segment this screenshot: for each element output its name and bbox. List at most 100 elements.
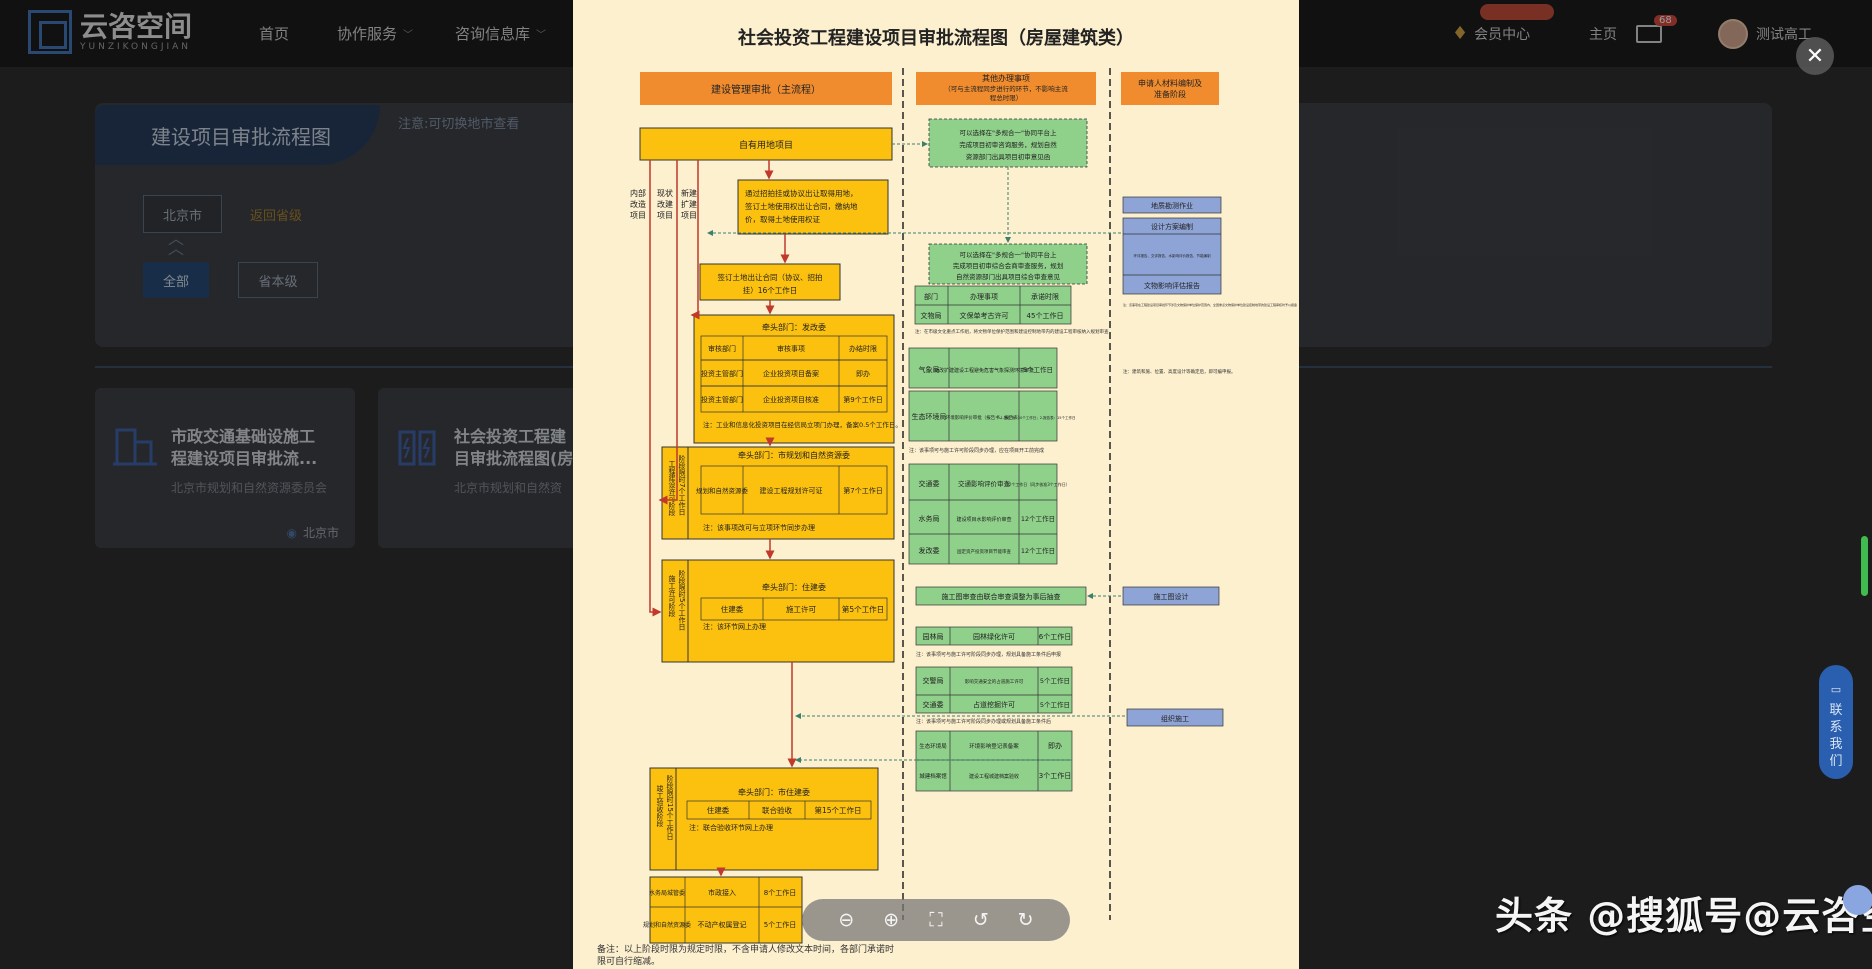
svg-text:申请人材料编制及: 申请人材料编制及	[1138, 78, 1202, 88]
flowchart-title: 社会投资工程建设项目审批流程图（房屋建筑类）	[738, 28, 1134, 49]
building-icon	[113, 428, 157, 466]
svg-text:价，取得土地使用权证: 价，取得土地使用权证	[745, 214, 820, 224]
flowchart-diagram: 建设管理审批（主流程） 其他办理事项 （可与主流程同步进行的环节，不影响主流 程…	[630, 68, 1297, 944]
svg-text:签订土地出让合同（协议、招拍: 签订土地出让合同（协议、招拍	[718, 272, 823, 282]
watermark: 头条 @搜狐号@云咨空间	[1495, 894, 1872, 938]
nav-home[interactable]: 首页	[259, 25, 290, 43]
svg-text:审核部门: 审核部门	[708, 344, 736, 353]
back-to-province-link[interactable]: 返回省级	[250, 209, 303, 224]
svg-text:生态环境局: 生态环境局	[912, 412, 947, 421]
column-header-main: 建设管理审批（主流程）	[640, 72, 892, 105]
svg-text:联合验收: 联合验收	[762, 805, 792, 815]
svg-text:准备阶段: 准备阶段	[1154, 89, 1186, 99]
project-type-labels: 内部 改造 项目 现状 改建 项目 新建 扩建 项目	[630, 188, 697, 220]
svg-text:部门: 部门	[924, 292, 938, 301]
project-card-title: 市政交通基础设施工程建设项目审批流...	[171, 427, 318, 468]
svg-text:阶段限时5个工作日: 阶段限时5个工作日	[678, 569, 686, 631]
svg-text:交通委: 交通委	[923, 700, 944, 709]
svg-text:建设管理审批（主流程）: 建设管理审批（主流程）	[711, 83, 821, 96]
svg-text:5个工作日: 5个工作日	[1023, 365, 1053, 374]
scroll-indicator[interactable]	[1861, 536, 1868, 596]
svg-text:建设项目水影响评价审查: 建设项目水影响评价审查	[956, 516, 1011, 523]
svg-text:通过招拍挂或协议出让取得用地，: 通过招拍挂或协议出让取得用地，	[745, 188, 858, 198]
land-bid-box: 通过招拍挂或协议出让取得用地， 签订土地使用权出让合同，缴纳地 价，取得土地使用…	[737, 179, 889, 235]
svg-text:完成项目初审综合会商审查服务，规划: 完成项目初审综合会商审查服务，规划	[953, 261, 1064, 270]
svg-text:1.报告书：30个工作日；2.报告表：15个工作日: 1.报告书：30个工作日；2.报告表：15个工作日	[1000, 415, 1075, 420]
filter-all-button[interactable]: 全部	[143, 262, 209, 298]
svg-text:施工许可: 施工许可	[786, 604, 816, 614]
rotate-left-icon[interactable]: ↺	[972, 909, 989, 931]
final-stage-table: 水务局城管委 市政接入 8个工作日 规划和自然资源委 不动产权属登记 5个工作日	[643, 876, 803, 944]
logo[interactable]: 云咨空间 YUNZIKONGJIAN	[28, 10, 192, 54]
close-viewer-button[interactable]: ✕	[1796, 37, 1834, 75]
svg-text:项目: 项目	[630, 211, 646, 220]
svg-text:新改扩建建设工程避免危害气象探测环境审批: 新改扩建建设工程避免危害气象探测环境审批	[934, 367, 1034, 374]
svg-text:园林局: 园林局	[923, 632, 944, 641]
stage-completion-box: 竣工验收阶段 阶段限时15个工作日 牵头部门：市住建委 住建委 联合验收 第15…	[649, 767, 879, 871]
svg-text:园林绿化许可: 园林绿化许可	[973, 632, 1015, 641]
flowchart-image: 社会投资工程建设项目审批流程图（房屋建筑类） 建设管理审批（主流程） 其他办理事…	[573, 0, 1299, 969]
green-note-3: 注：该事项可与施工许可阶段同步办理，规划具备施工条件后申报	[916, 651, 1061, 658]
svg-text:45个工作日: 45个工作日	[1027, 311, 1064, 320]
message-count-badge: 68	[1654, 14, 1677, 26]
home-link[interactable]: 主页	[1589, 26, 1617, 43]
member-center-link[interactable]: ♦ 会员中心	[1452, 23, 1531, 44]
green-consult-mid: 可以选择在"多规合一"协同平台上 完成项目初审综合会商审查服务，规划 自然资源部…	[928, 243, 1088, 285]
svg-text:办结时限: 办结时限	[849, 344, 877, 353]
floating-assistant-icon[interactable]	[1843, 885, 1872, 915]
project-card-title: 社会投资工程建目审批流程图(房	[454, 427, 574, 468]
double-chevron-up-icon: ︿︿	[168, 229, 185, 258]
svg-text:交通影响评价审查: 交通影响评价审查	[958, 479, 1011, 488]
nav-collab[interactable]: 协作服务﹀	[337, 25, 414, 43]
svg-text:牵头部门：住建委: 牵头部门：住建委	[762, 582, 826, 592]
zoom-in-icon[interactable]: ⊕	[883, 909, 900, 931]
filter-province-button[interactable]: 省本级	[238, 262, 318, 298]
column-header-apply: 申请人材料编制及 准备阶段	[1121, 72, 1219, 105]
svg-text:发改委: 发改委	[919, 546, 940, 555]
svg-text:企业投资项目备案: 企业投资项目备案	[763, 369, 819, 378]
user-menu[interactable]: 测试高工	[1718, 0, 1812, 67]
svg-text:牵头部门：发改委: 牵头部门：发改委	[762, 322, 826, 332]
panel-title: 建设项目审批流程图	[95, 105, 380, 165]
contact-us-button[interactable]: ▭ 联系我们	[1819, 665, 1853, 779]
svg-text:工程建设许可阶段: 工程建设许可阶段	[668, 460, 676, 517]
svg-text:阶段限时7个工作日: 阶段限时7个工作日	[678, 454, 686, 516]
svg-text:扩建: 扩建	[681, 199, 697, 209]
svg-text:文保单考古许可: 文保单考古许可	[960, 311, 1009, 320]
svg-text:自然资源部门出具项目综合审查意见: 自然资源部门出具项目综合审查意见	[956, 272, 1061, 281]
svg-text:可以选择在"多规合一"协同平台上: 可以选择在"多规合一"协同平台上	[960, 128, 1057, 137]
svg-text:投资主管部门: 投资主管部门	[701, 395, 743, 404]
blue-construction-design-box: 施工图设计	[1122, 586, 1220, 606]
svg-text:不动产权属登记: 不动产权属登记	[698, 920, 747, 929]
green-eco-table: 生态环境局 环境影响评价审批（报告书、报告表） 1.报告书：30个工作日；2.报…	[908, 390, 1076, 442]
svg-text:8个工作日: 8个工作日	[764, 888, 796, 897]
rotate-right-icon[interactable]: ↻	[1017, 909, 1034, 931]
svg-text:设计方案编制: 设计方案编制	[1151, 222, 1193, 231]
chat-icon: ▭	[1830, 683, 1842, 696]
svg-text:注：该事项改可与立项环节同步办理: 注：该事项改可与立项环节同步办理	[703, 523, 815, 532]
svg-text:（可与主流程同步进行的环节，不影响主流: （可与主流程同步进行的环节，不影响主流	[944, 84, 1068, 93]
zoom-out-icon[interactable]: ⊖	[838, 909, 855, 931]
svg-text:水务局城管委: 水务局城管委	[649, 889, 685, 897]
messages-button[interactable]: 68	[1636, 0, 1677, 67]
vip-badge	[1480, 4, 1554, 20]
svg-text:第5个工作日: 第5个工作日	[842, 604, 884, 614]
svg-text:环评报告、交评报告、水影响评价报告、节能编制: 环评报告、交评报告、水影响评价报告、节能编制	[1134, 253, 1211, 258]
mail-icon: 68	[1636, 14, 1677, 43]
svg-text:牵头部门：市规划和自然资源委: 牵头部门：市规划和自然资源委	[738, 450, 850, 460]
nav-info-library[interactable]: 咨询信息库﹀	[455, 25, 547, 43]
green-garden-row: 园林局 园林绿化许可 6个工作日	[915, 626, 1073, 646]
svg-text:交警局: 交警局	[923, 676, 944, 685]
fullscreen-icon[interactable]: ⛶	[929, 909, 943, 931]
blue-design-group: 设计方案编制 环评报告、交评报告、水影响评价报告、节能编制 文物影响评估报告	[1122, 217, 1222, 295]
svg-text:施工图设计: 施工图设计	[1154, 592, 1189, 601]
city-button[interactable]: 北京市	[143, 195, 222, 233]
svg-text:改建: 改建	[657, 199, 673, 209]
project-card[interactable]: 市政交通基础设施工程建设项目审批流... 北京市规划和自然资源委员会 ◉北京市	[95, 388, 355, 548]
svg-text:即办: 即办	[856, 369, 870, 378]
svg-text:资源部门出具项目初审意见函: 资源部门出具项目初审意见函	[966, 152, 1051, 161]
location-pin-icon: ◉	[286, 526, 297, 540]
svg-text:施工许可阶段: 施工许可阶段	[668, 574, 676, 618]
logo-en: YUNZIKONGJIAN	[80, 42, 192, 52]
svg-text:12个工作日（同步核准3个工作日）: 12个工作日（同步核准3个工作日）	[1006, 481, 1070, 487]
